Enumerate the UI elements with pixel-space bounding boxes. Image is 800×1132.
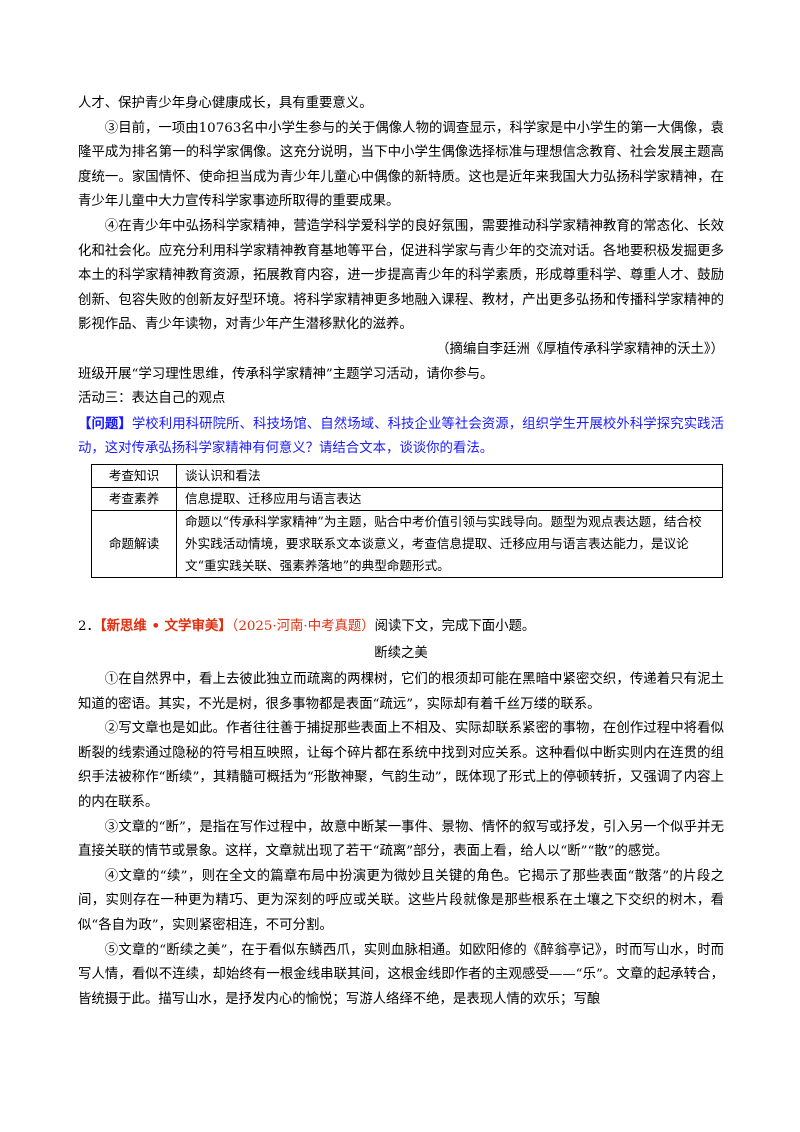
paragraph-4: ④在青少年中弘扬科学家精神，营造学科学爱科学的良好氛围，需要推动科学家精神教育的… <box>78 218 724 333</box>
table-head-cell: 考查素养 <box>91 486 177 511</box>
question-block: 【问题】学校利用科研院所、科技场馆、自然场域、科技企业等社会资源，组织学生开展校… <box>78 412 724 462</box>
table-head-cell: 命题解读 <box>91 509 177 578</box>
question-tag-new-thinking: 【新思维 • 文学审美】 <box>99 617 232 634</box>
paragraph-1: ①在自然界中，看上去彼此独立而疏离的两棵树，它们的根须却可能在黑暗中紧密交织，传… <box>78 672 724 712</box>
table-body-cell: 谈认识和看法 <box>176 463 723 488</box>
table-body-cell: 命题以“传承科学家精神”为主题，贴合中考价值引领与实践导向。题型为观点表达题，结… <box>176 509 723 578</box>
paragraph-3: ③目前，一项由10763名中小学生参与的关于偶像人物的调查显示，科学家是中小学生… <box>78 120 724 210</box>
table-head-cell: 考查知识 <box>91 463 177 488</box>
paragraph-continued: 人才、保护青少年身心健康成长，具有重要意义。 <box>78 96 373 111</box>
activity-3-heading: 活动三：表达自己的观点 <box>78 391 226 407</box>
paragraph-5b: ⑤文章的“断续之美”，在于看似东鳞西爪，实则血脉相通。如欧阳修的《醉翁亭记》，时… <box>78 942 724 1007</box>
question-source: （2025·河南·中考真题） <box>231 618 375 634</box>
activity-intro: 班级开展“学习理性思维，传承科学家精神”主题学习活动，请你参与。 <box>78 366 494 382</box>
table-row: 考查素养 信息提取、迁移应用与语言表达 <box>91 486 723 511</box>
question-text: 学校利用科研院所、科技场馆、自然场域、科技企业等社会资源，组织学生开展校外科学探… <box>78 416 725 457</box>
table-row: 考查知识 谈认识和看法 <box>91 463 723 488</box>
paragraph-3b: ③文章的“断”，是指在写作过程中，故意中断某一事件、景物、情怀的叙写或抒发，引入… <box>78 819 724 860</box>
spacer <box>78 578 724 614</box>
question-2-header: 2．【新思维 • 文学审美】（2025·河南·中考真题）阅读下文，完成下面小题。 <box>78 614 724 640</box>
question-number: 2． <box>78 618 100 634</box>
passage-source: （摘编自李廷洲《厚植传承科学家精神的沃土》） <box>436 341 724 357</box>
question-instruction: 阅读下文，完成下面小题。 <box>374 618 536 634</box>
paragraph-4b: ④文章的“续”，则在全文的篇章布局中扮演更为微妙且关键的角色。它揭示了那些表面“… <box>78 868 724 934</box>
document-page: 人才、保护青少年身心健康成长，具有重要意义。 ③目前，一项由10763名中小学生… <box>78 92 724 1012</box>
paragraph-2: ②写文章也是如此。作者往往善于捕捉那些表面上不相及、实际却联系紧密的事物，在创作… <box>78 721 724 811</box>
passage-title: 断续之美 <box>374 645 428 661</box>
table-row: 命题解读 命题以“传承科学家精神”为主题，贴合中考价值引领与实践导向。题型为观点… <box>91 509 723 578</box>
analysis-table: 考查知识 谈认识和看法 考查素养 信息提取、迁移应用与语言表达 命题解读 命题以… <box>91 463 723 578</box>
question-tag: 【问题】 <box>78 415 132 432</box>
table-body-cell: 信息提取、迁移应用与语言表达 <box>176 486 723 511</box>
